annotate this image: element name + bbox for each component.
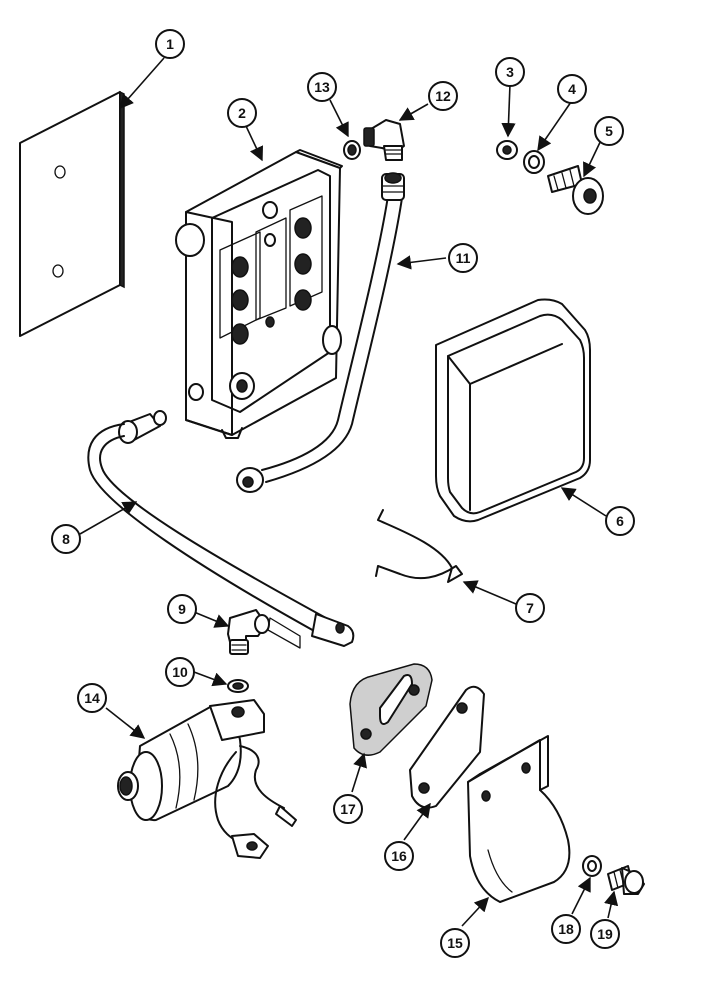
callout-1: 1 bbox=[155, 29, 185, 59]
part-6-cover bbox=[435, 298, 591, 523]
callout-5: 5 bbox=[594, 116, 624, 146]
callout-4: 4 bbox=[557, 74, 587, 104]
callout-7-label: 7 bbox=[526, 600, 534, 616]
callout-6: 6 bbox=[605, 506, 635, 536]
part-9-elbow bbox=[227, 609, 270, 655]
callout-6-label: 6 bbox=[616, 513, 624, 529]
part-2-module bbox=[175, 149, 343, 439]
callout-19-label: 19 bbox=[597, 926, 613, 942]
callout-12-label: 12 bbox=[435, 88, 451, 104]
callout-3-label: 3 bbox=[506, 64, 514, 80]
part-7-clip bbox=[375, 509, 463, 583]
leader-lines bbox=[79, 57, 619, 927]
callout-4-label: 4 bbox=[568, 81, 576, 97]
callout-2: 2 bbox=[227, 98, 257, 128]
callout-14-label: 14 bbox=[84, 690, 100, 706]
callout-12: 12 bbox=[428, 81, 458, 111]
callout-2-label: 2 bbox=[238, 105, 246, 121]
callout-16: 16 bbox=[384, 841, 414, 871]
callout-19: 19 bbox=[590, 919, 620, 949]
callout-3: 3 bbox=[495, 57, 525, 87]
callout-1-label: 1 bbox=[166, 36, 174, 52]
part-13-seal bbox=[343, 140, 361, 160]
callout-10: 10 bbox=[165, 657, 195, 687]
callout-9-label: 9 bbox=[178, 601, 186, 617]
part-1-plate bbox=[19, 90, 125, 337]
callout-11-label: 11 bbox=[456, 250, 471, 266]
callout-7: 7 bbox=[515, 593, 545, 623]
part-8-tube bbox=[87, 410, 355, 649]
part-17-gasket bbox=[349, 663, 433, 756]
part-15-bracket bbox=[467, 735, 571, 903]
part-5-bolt bbox=[547, 165, 604, 215]
callout-9: 9 bbox=[167, 594, 197, 624]
callout-8: 8 bbox=[51, 524, 81, 554]
part-12-elbow bbox=[363, 119, 405, 161]
callout-15-label: 15 bbox=[447, 935, 463, 951]
callout-13-label: 13 bbox=[314, 79, 330, 95]
part-3-washer bbox=[496, 140, 518, 160]
part-14-solenoid bbox=[117, 699, 297, 859]
callout-5-label: 5 bbox=[605, 123, 613, 139]
part-18-washer bbox=[582, 855, 602, 877]
callout-14: 14 bbox=[77, 683, 107, 713]
callout-18: 18 bbox=[551, 914, 581, 944]
callout-8-label: 8 bbox=[62, 531, 70, 547]
part-4-lockwasher bbox=[523, 150, 545, 174]
callout-18-label: 18 bbox=[558, 921, 574, 937]
callout-16-label: 16 bbox=[391, 848, 407, 864]
part-16-plate bbox=[409, 685, 485, 809]
callout-15: 15 bbox=[440, 928, 470, 958]
callout-10-label: 10 bbox=[172, 664, 188, 680]
part-11-tube bbox=[236, 172, 405, 493]
part-10-washer bbox=[227, 679, 249, 693]
callout-13: 13 bbox=[307, 72, 337, 102]
callout-17: 17 bbox=[333, 794, 363, 824]
part-19-bolt bbox=[607, 865, 645, 895]
callout-17-label: 17 bbox=[340, 801, 356, 817]
callout-11: 11 bbox=[448, 243, 478, 273]
